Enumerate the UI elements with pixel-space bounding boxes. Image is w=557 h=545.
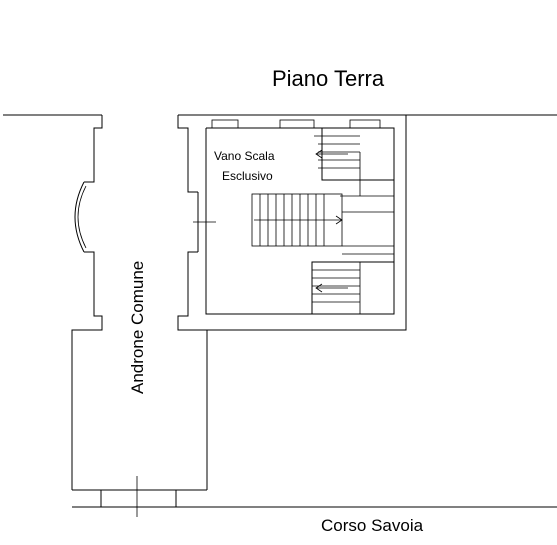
top-windows — [211, 119, 381, 129]
stair-flights — [251, 127, 394, 314]
hall-label: Androne Comune — [128, 261, 147, 394]
stair-label-line1: Vano Scala — [214, 149, 275, 163]
hall-walls — [71, 115, 208, 517]
stair-label-line2: Esclusivo — [222, 169, 273, 183]
street-label: Corso Savoia — [321, 516, 424, 535]
floor-title: Piano Terra — [272, 66, 385, 91]
stair-enclosure-walls — [177, 114, 407, 331]
arched-niche — [74, 181, 87, 253]
